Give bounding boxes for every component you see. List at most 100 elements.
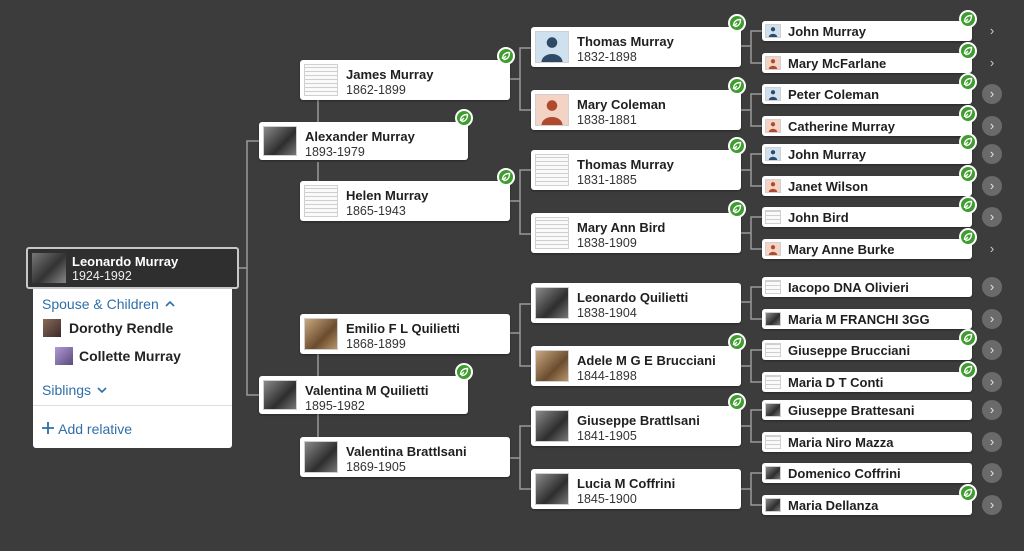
chevron-right-icon[interactable]: ›: [982, 372, 1002, 392]
ancestor-card-small[interactable]: Mary Anne Burke: [762, 239, 972, 259]
ancestor-card-small[interactable]: John Murray: [762, 144, 972, 164]
ancestor-card-small[interactable]: Maria D T Conti: [762, 372, 972, 392]
add-relative-label: Add relative: [58, 421, 133, 437]
chevron-right-icon[interactable]: ›: [982, 400, 1002, 420]
person-photo: [535, 410, 569, 442]
person-dates: 1831-1885: [577, 173, 637, 187]
person-dates: 1869-1905: [346, 460, 406, 474]
ancestor-card-small[interactable]: John Murray: [762, 21, 972, 41]
person-name: Maria Dellanza: [788, 498, 879, 513]
ancestor-card-small[interactable]: Domenico Coffrini: [762, 463, 972, 483]
leaf-hint-icon[interactable]: [959, 329, 977, 347]
focus-person-dates: 1924-1992: [72, 269, 132, 283]
chevron-right-icon[interactable]: ›: [982, 277, 1002, 297]
chevron-right-icon[interactable]: ›: [982, 340, 1002, 360]
add-relative-button[interactable]: Add relative: [41, 421, 132, 437]
ancestor-card-small[interactable]: Janet Wilson: [762, 176, 972, 196]
person-name: James Murray: [346, 67, 434, 82]
ancestor-card-small[interactable]: Catherine Murray: [762, 116, 972, 136]
leaf-hint-icon[interactable]: [959, 196, 977, 214]
ancestor-card-small[interactable]: John Bird: [762, 207, 972, 227]
ancestor-card-small[interactable]: Iacopo DNA Olivieri: [762, 277, 972, 297]
leaf-hint-icon[interactable]: [959, 484, 977, 502]
person-name: Mary Coleman: [577, 97, 666, 112]
leaf-hint-icon[interactable]: [959, 228, 977, 246]
person-photo: [765, 375, 781, 389]
leaf-hint-icon[interactable]: [728, 393, 746, 411]
person-dates: 1845-1900: [577, 492, 637, 506]
siblings-toggle[interactable]: Siblings: [42, 382, 107, 398]
person-photo: [304, 318, 338, 350]
leaf-hint-icon[interactable]: [959, 133, 977, 151]
person-name: Emilio F L Quilietti: [346, 321, 460, 336]
ancestor-card-small[interactable]: Giuseppe Brucciani: [762, 340, 972, 360]
ancestor-card-small[interactable]: Maria Dellanza: [762, 495, 972, 515]
ancestor-card-small[interactable]: Mary McFarlane: [762, 53, 972, 73]
leaf-hint-icon[interactable]: [728, 333, 746, 351]
person-name: Lucia M Coffrini: [577, 476, 676, 491]
leaf-hint-icon[interactable]: [959, 165, 977, 183]
leaf-hint-icon[interactable]: [959, 73, 977, 91]
child-name[interactable]: Collette Murray: [79, 348, 181, 364]
chevron-right-icon[interactable]: ›: [982, 144, 1002, 164]
chevron-right-icon[interactable]: ›: [989, 23, 995, 38]
person-name: Maria M FRANCHI 3GG: [788, 312, 930, 327]
ancestor-card-small[interactable]: Maria M FRANCHI 3GG: [762, 309, 972, 329]
person-name: Domenico Coffrini: [788, 466, 901, 481]
chevron-right-icon[interactable]: ›: [989, 55, 995, 70]
person-photo: [535, 217, 569, 249]
leaf-hint-icon[interactable]: [959, 42, 977, 60]
leaf-hint-icon[interactable]: [497, 168, 515, 186]
ancestor-card-small[interactable]: Giuseppe Brattesani: [762, 400, 972, 420]
person-photo: [765, 466, 781, 480]
plus-icon: [42, 422, 54, 434]
leaf-hint-icon[interactable]: [455, 363, 473, 381]
chevron-right-icon[interactable]: ›: [982, 463, 1002, 483]
leaf-hint-icon[interactable]: [728, 14, 746, 32]
chevron-right-icon[interactable]: ›: [982, 176, 1002, 196]
person-name: Valentina M Quilietti: [305, 383, 429, 398]
ancestor-card-small[interactable]: Peter Coleman: [762, 84, 972, 104]
chevron-right-icon[interactable]: ›: [982, 84, 1002, 104]
focus-person-card[interactable]: Leonardo Murray 1924-1992: [26, 247, 239, 289]
person-photo: [765, 56, 781, 70]
person-name: Leonardo Quilietti: [577, 290, 689, 305]
leaf-hint-icon[interactable]: [959, 361, 977, 379]
spouse-children-toggle[interactable]: Spouse & Children: [42, 296, 175, 312]
leaf-hint-icon[interactable]: [728, 200, 746, 218]
person-name: Iacopo DNA Olivieri: [788, 280, 909, 295]
person-photo: [535, 94, 569, 126]
chevron-right-icon[interactable]: ›: [982, 207, 1002, 227]
person-dates: 1893-1979: [305, 145, 365, 159]
leaf-hint-icon[interactable]: [728, 77, 746, 95]
leaf-hint-icon[interactable]: [728, 137, 746, 155]
leaf-hint-icon[interactable]: [455, 109, 473, 127]
chevron-right-icon[interactable]: ›: [982, 432, 1002, 452]
ancestor-card-small[interactable]: Maria Niro Mazza: [762, 432, 972, 452]
leaf-hint-icon[interactable]: [959, 105, 977, 123]
spouse-name[interactable]: Dorothy Rendle: [69, 320, 174, 336]
leaf-hint-icon[interactable]: [959, 10, 977, 28]
person-name: John Bird: [788, 210, 849, 225]
person-dates: 1844-1898: [577, 369, 637, 383]
chevron-right-icon[interactable]: ›: [989, 241, 995, 256]
leaf-hint-icon[interactable]: [497, 47, 515, 65]
chevron-right-icon[interactable]: ›: [982, 309, 1002, 329]
chevron-right-icon[interactable]: ›: [982, 116, 1002, 136]
person-dates: 1868-1899: [346, 337, 406, 351]
chevron-right-icon[interactable]: ›: [982, 495, 1002, 515]
